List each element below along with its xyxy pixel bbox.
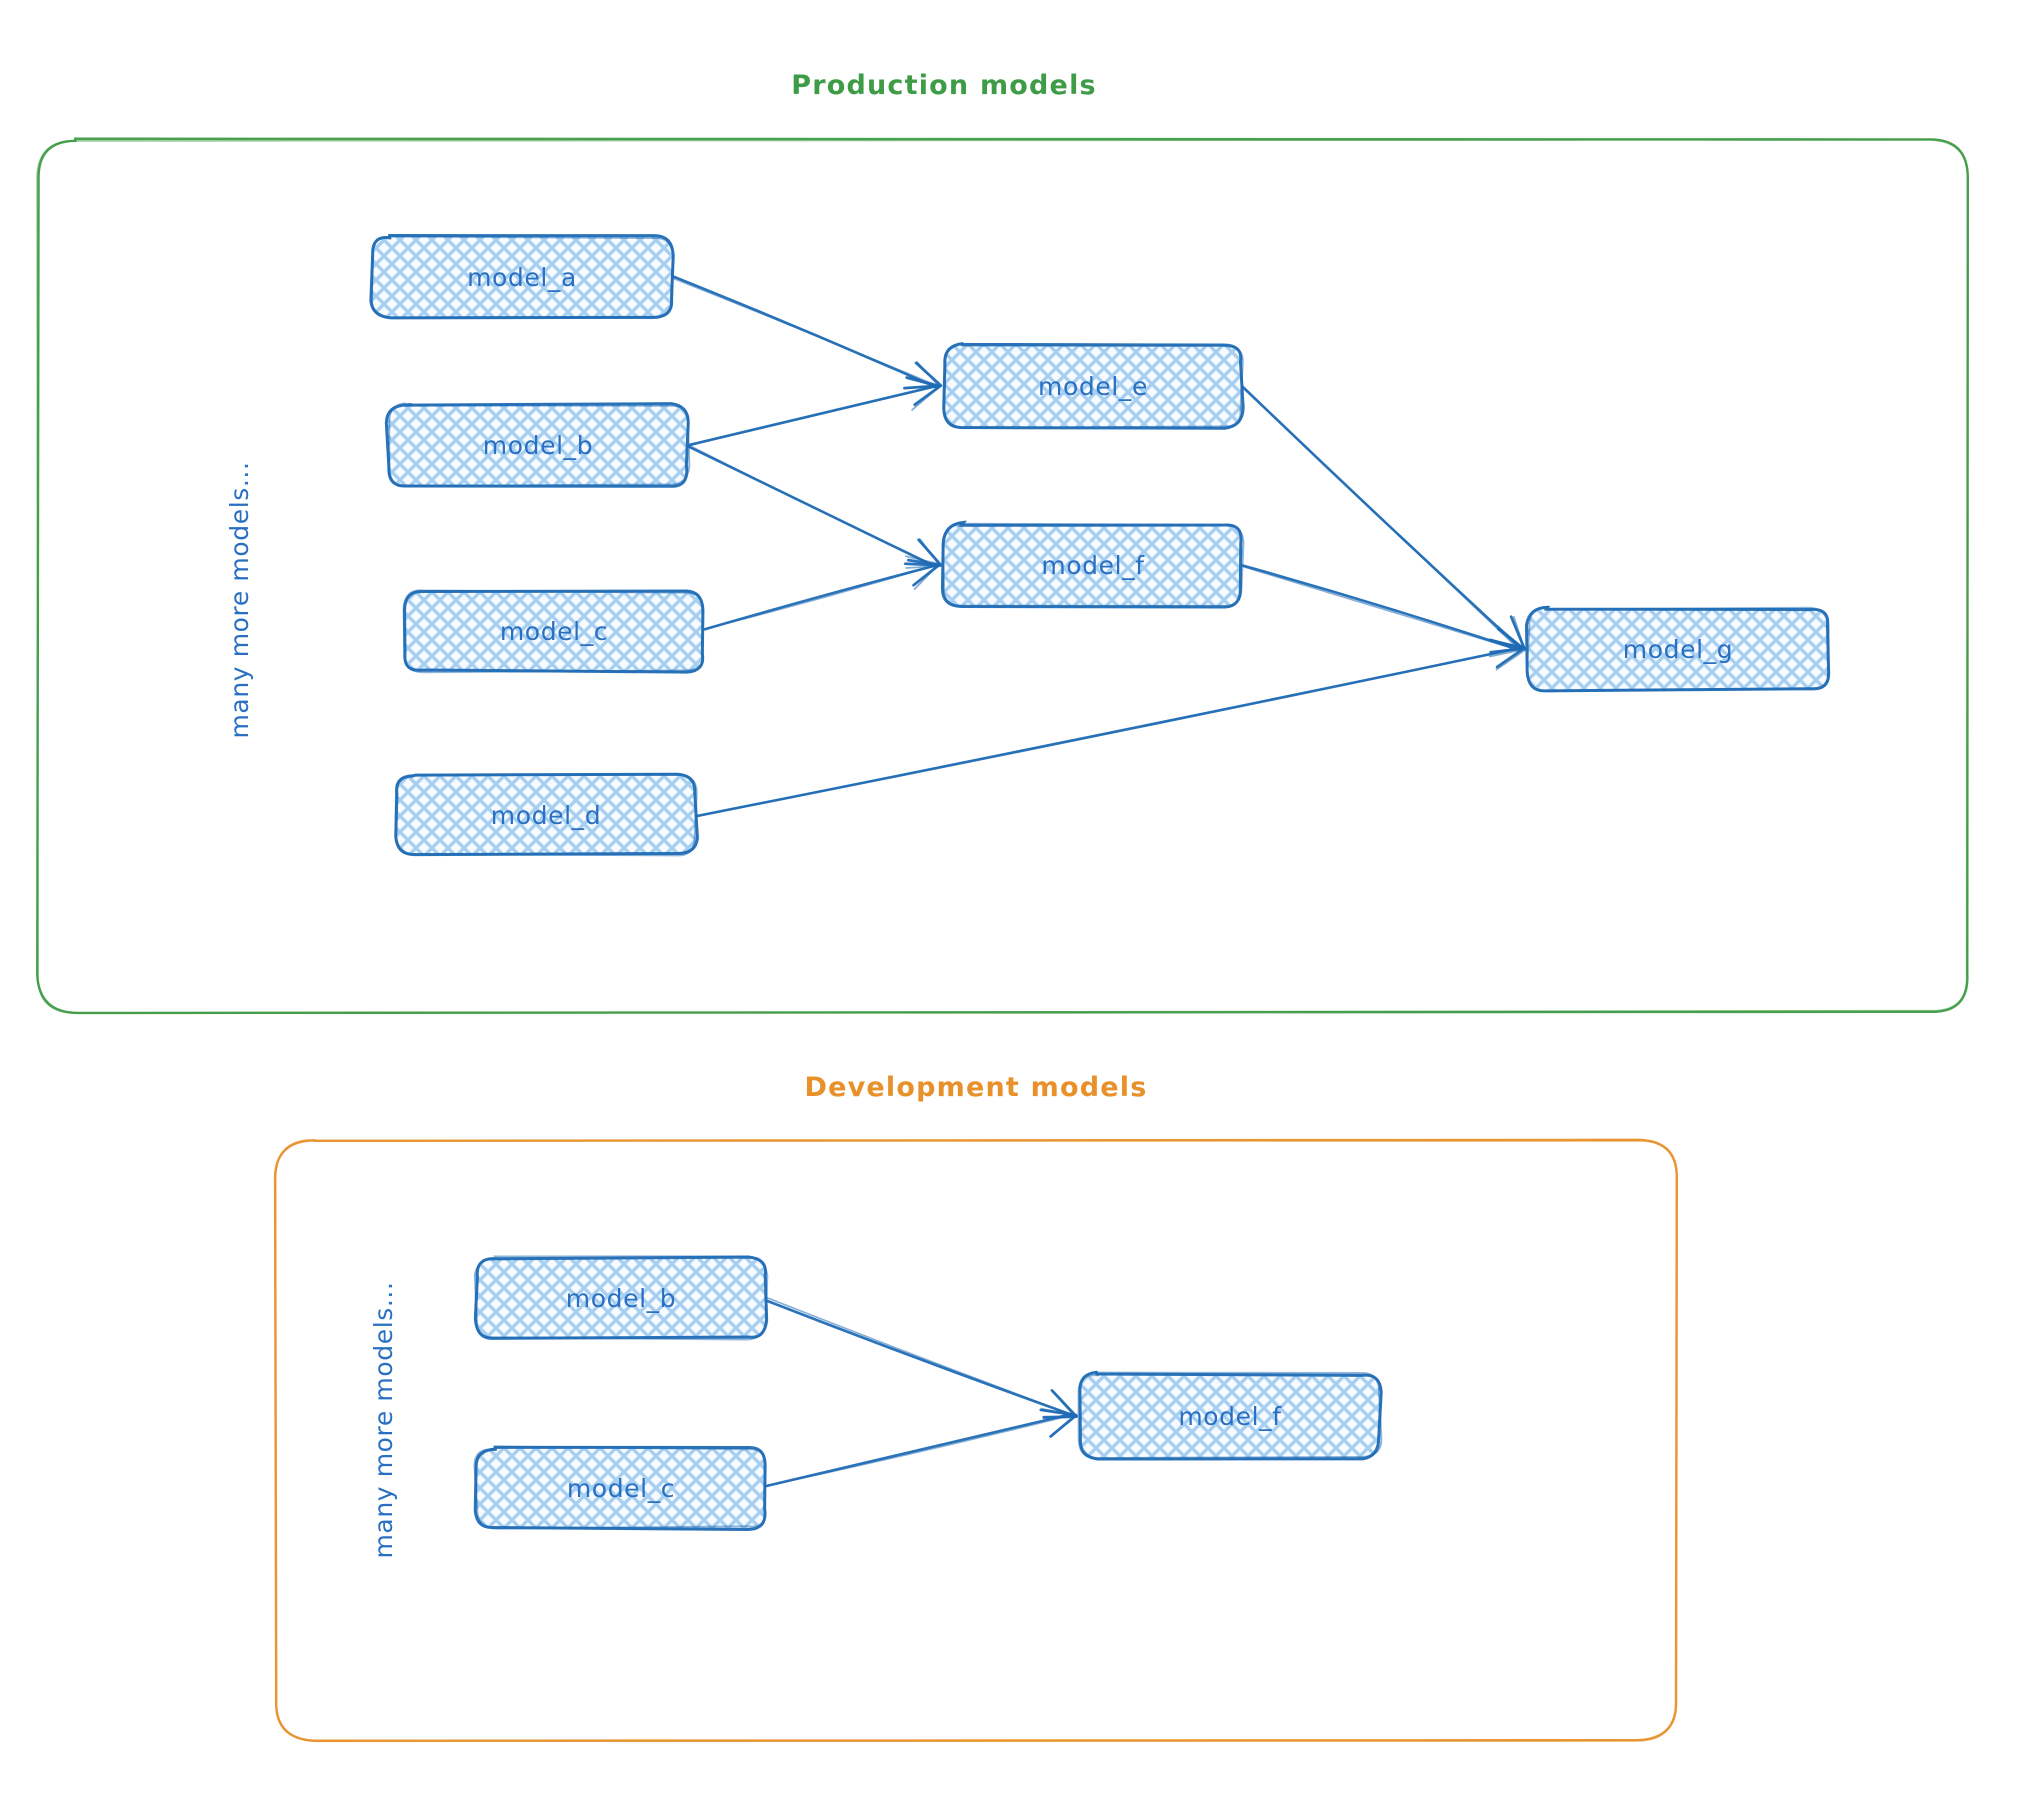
node-fill	[388, 405, 688, 485]
node-border	[388, 402, 691, 488]
model-node-model_g[interactable]: model_g	[1524, 605, 1831, 693]
node-border	[370, 235, 675, 320]
node-label: model_c	[500, 617, 608, 646]
node-tint	[1528, 608, 1828, 690]
node-tint	[476, 1448, 766, 1528]
edge-line	[694, 646, 1523, 818]
edge-model_c-to-model_f	[703, 555, 941, 631]
node-label: model_b	[566, 1284, 676, 1313]
node-label: model_e	[1038, 372, 1148, 401]
node-border	[943, 342, 1244, 430]
edge-model_b-to-model_e	[688, 376, 942, 447]
node-label: model_g	[1623, 635, 1733, 664]
group-title-production: Production models	[791, 70, 1097, 101]
edge-model_b-to-model_f	[686, 444, 943, 569]
node-label: model_d	[491, 801, 601, 830]
node-border	[473, 1445, 767, 1530]
node-fill	[944, 345, 1242, 427]
edge-line	[1239, 563, 1521, 652]
node-border	[394, 772, 698, 857]
node-label: model_f	[1178, 1402, 1282, 1431]
model-node-model_d[interactable]: model_d	[394, 772, 699, 857]
edge-line	[762, 1295, 1076, 1417]
edge-dev_model_c-to-dev_model_f	[763, 1408, 1078, 1488]
model-node-model_b[interactable]: model_b	[384, 402, 691, 488]
edge-line	[1241, 385, 1523, 651]
node-tint	[404, 591, 704, 671]
group-production	[36, 137, 1969, 1015]
model-node-model_b[interactable]: model_b	[473, 1255, 769, 1341]
node-fill	[944, 524, 1242, 606]
node-fill	[1080, 1374, 1380, 1458]
node-tint	[396, 775, 696, 855]
side-note-production: many more models...	[225, 461, 254, 738]
node-label: model_c	[567, 1474, 675, 1503]
group-title-development: Development models	[805, 1072, 1148, 1103]
model-node-model_f[interactable]: model_f	[940, 520, 1245, 609]
edge-line	[686, 444, 937, 568]
side-note-development: many more models...	[369, 1281, 398, 1558]
node-tint	[388, 405, 688, 485]
node-fill	[396, 775, 696, 855]
node-border	[1077, 1371, 1383, 1460]
model-node-model_c[interactable]: model_c	[402, 589, 705, 674]
node-tint	[372, 237, 672, 317]
edge-line	[668, 273, 938, 389]
edge-line	[703, 564, 938, 631]
node-fill	[404, 591, 704, 671]
node-border	[1525, 605, 1830, 693]
node-fill	[476, 1258, 766, 1338]
group-border	[273, 1138, 1679, 1742]
arrow-head	[1039, 1408, 1078, 1438]
node-label: model_b	[483, 431, 593, 460]
edge-model_d-to-model_g	[694, 638, 1526, 818]
edge-model_f-to-model_g	[1239, 563, 1526, 658]
node-border	[941, 522, 1245, 607]
node-fill	[1528, 608, 1828, 690]
group-border	[274, 1139, 1678, 1743]
edge-dev_model_b-to-dev_model_f	[762, 1295, 1078, 1420]
arrow-head	[1488, 625, 1526, 658]
node-label: model_f	[1041, 551, 1145, 580]
group-development	[273, 1138, 1679, 1743]
node-border	[402, 589, 704, 674]
node-label: model_a	[467, 263, 577, 292]
model-node-model_c[interactable]: model_c	[473, 1445, 767, 1531]
edge-model_a-to-model_e	[668, 273, 943, 390]
edge-line	[688, 385, 937, 447]
model-node-model_f[interactable]: model_f	[1077, 1370, 1383, 1461]
node-tint	[944, 345, 1242, 427]
group-border	[36, 139, 1969, 1014]
node-tint	[944, 524, 1242, 606]
model-node-model_a[interactable]: model_a	[369, 234, 675, 320]
model-node-model_e[interactable]: model_e	[942, 342, 1245, 430]
arrow-head	[905, 376, 942, 411]
node-tint	[1080, 1374, 1380, 1458]
node-fill	[476, 1448, 766, 1528]
node-fill	[372, 237, 672, 317]
node-tint	[476, 1258, 766, 1338]
edge-line	[763, 1412, 1073, 1488]
arrow-head	[904, 555, 941, 590]
edge-model_e-to-model_g	[1241, 385, 1526, 651]
node-border	[473, 1255, 769, 1341]
